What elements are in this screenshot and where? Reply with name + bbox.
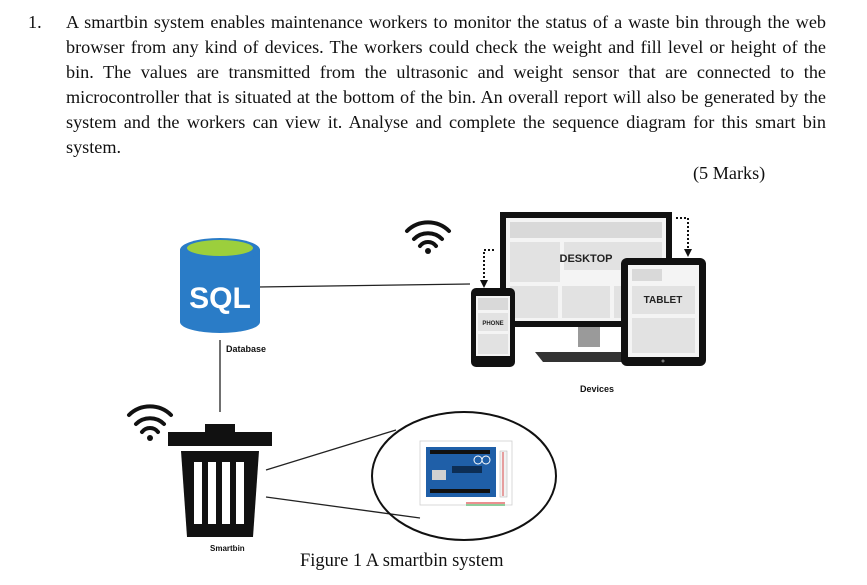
phone-device: PHONE — [471, 288, 515, 367]
tablet-label: TABLET — [644, 295, 683, 306]
dotted-arrow-tablet — [676, 217, 692, 257]
phone-label: PHONE — [482, 321, 503, 327]
devices-label: Devices — [580, 384, 614, 394]
wifi-icon — [127, 404, 173, 441]
smartbin-label: Smartbin — [210, 544, 245, 553]
bin-to-board-line-bottom — [265, 496, 421, 519]
dotted-arrow-phone — [480, 249, 494, 288]
bin-to-board-line-top — [265, 429, 397, 471]
wifi-icon — [405, 220, 451, 254]
figure-caption: Figure 1 A smartbin system — [300, 551, 504, 571]
database-label: Database — [226, 344, 266, 354]
db-to-devices-line — [257, 283, 471, 288]
tablet-device: TABLET — [621, 258, 706, 366]
question-marks: (5 Marks) — [693, 163, 766, 183]
desktop-label: DESKTOP — [560, 253, 613, 265]
zoom-ellipse — [371, 411, 557, 541]
sql-logo-text: SQL — [189, 282, 251, 315]
question-number: 1. — [28, 12, 42, 32]
sql-database-icon: SQL — [180, 238, 260, 333]
question-text: A smartbin system enables maintenance wo… — [66, 12, 826, 157]
microcontroller-board-icon — [419, 440, 513, 506]
trash-bin-icon — [168, 424, 272, 537]
